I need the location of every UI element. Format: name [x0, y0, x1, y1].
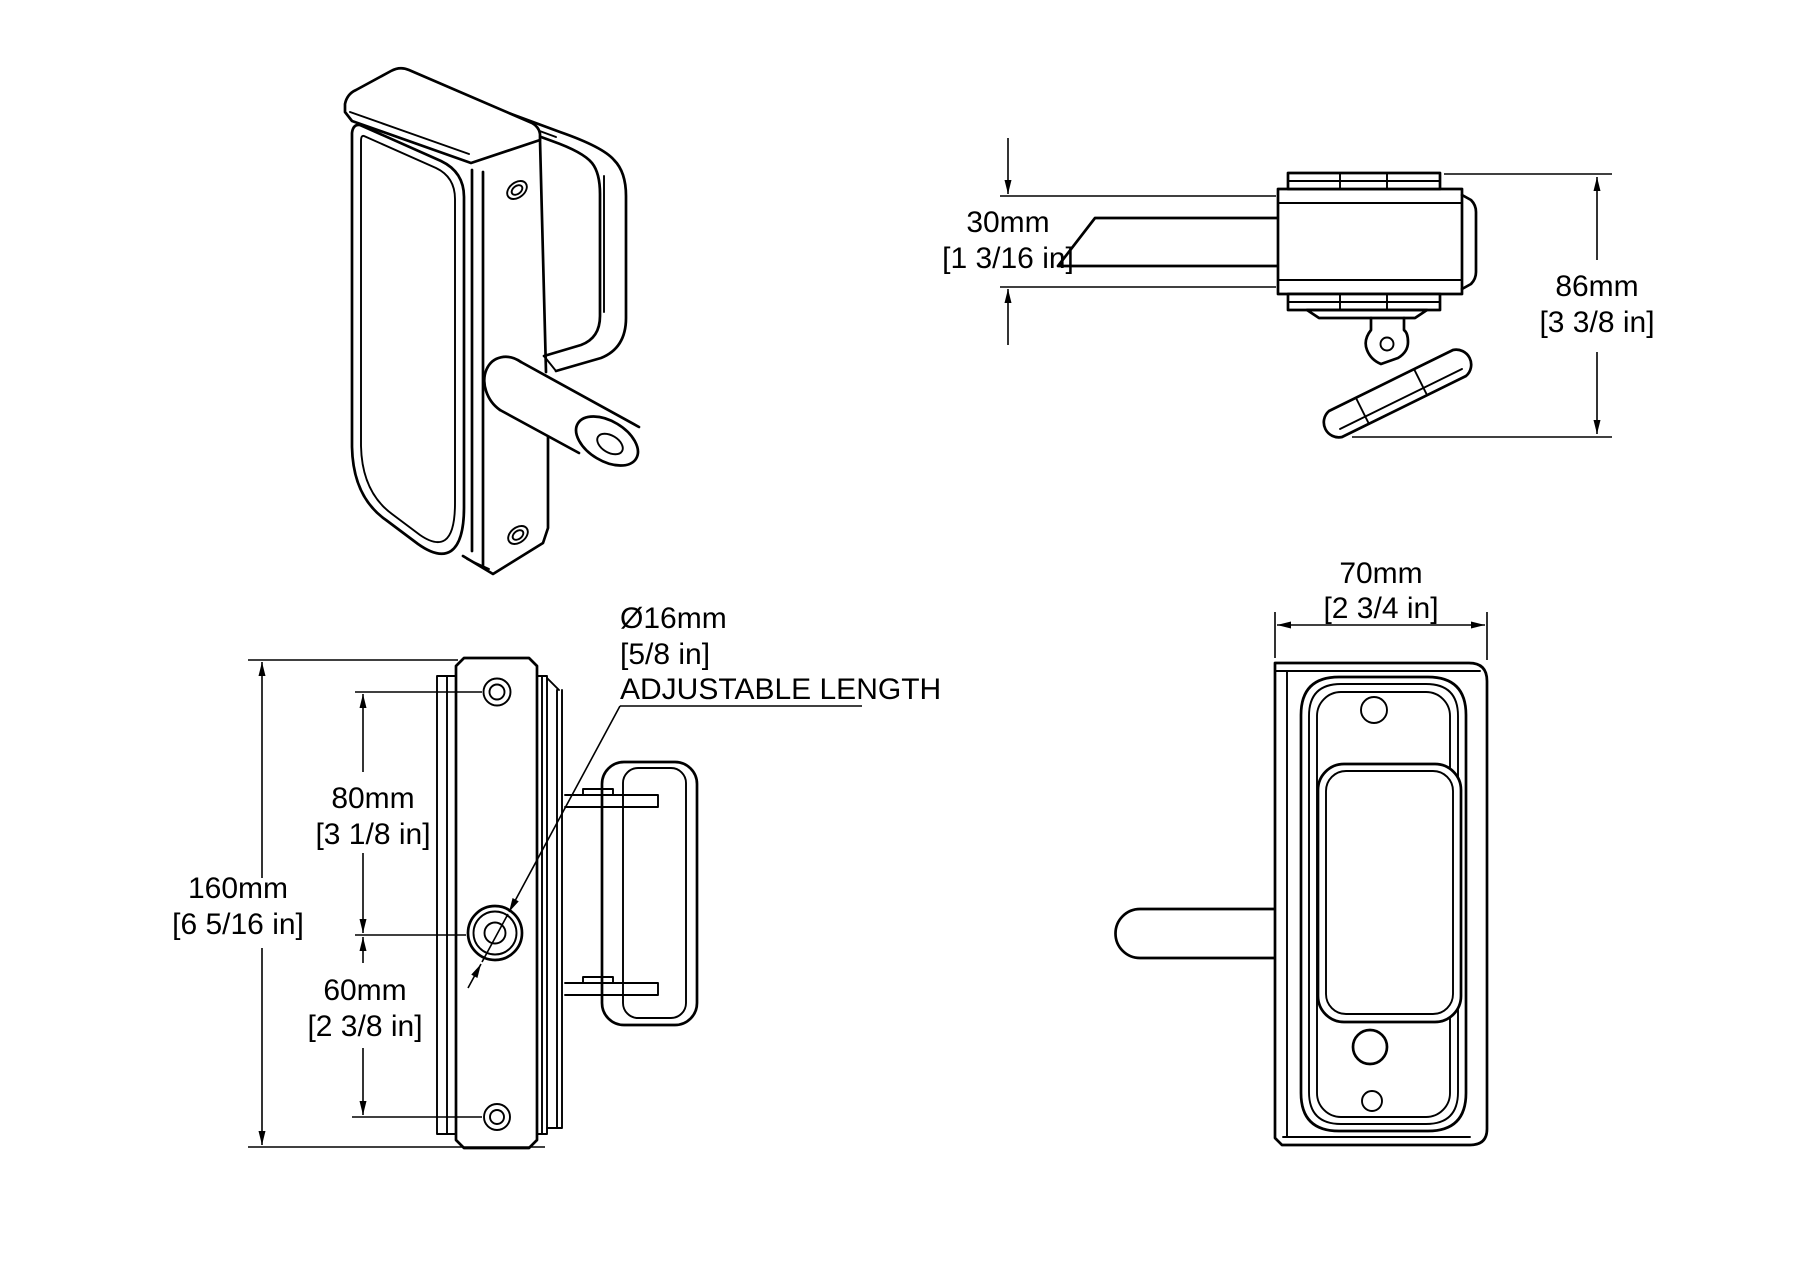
dim-top-hole-inch-label: [3 1/8 in]	[315, 818, 430, 851]
body-main-inner-lines	[1277, 202, 1463, 281]
latch-rod-profile	[1114, 907, 1277, 960]
body-right-silhouette	[461, 138, 550, 576]
plate-hole-large	[1351, 1028, 1389, 1066]
extension-lines	[355, 691, 482, 936]
screw-hole-top	[482, 677, 512, 707]
dim-bolt-width-inch-label: [1 3/16 in]	[942, 242, 1074, 275]
leader-arrow	[467, 963, 482, 989]
left-flange	[436, 675, 457, 1135]
back-view: 70mm [2 3/4 in]	[1114, 557, 1489, 1147]
body-corner-edges	[470, 168, 485, 568]
body-bottom-edge-line	[466, 558, 490, 570]
isometric-view	[343, 66, 641, 576]
bolt-guide-top	[564, 788, 659, 808]
rod-root-arc	[483, 355, 523, 412]
handle-profile	[600, 760, 699, 1027]
right-flange	[536, 675, 548, 1135]
handle-outline	[439, 86, 628, 373]
front-panel-outline	[350, 123, 466, 556]
extension-lines	[1274, 612, 1488, 660]
body-right-cap	[1460, 193, 1478, 291]
extension-lines	[1352, 173, 1612, 438]
extension-lines	[248, 659, 545, 1148]
screw-hole-top	[506, 180, 528, 200]
dim-center-to-bottom-hole: 60mm [2 3/8 in]	[307, 937, 482, 1118]
leader-through-line	[481, 913, 509, 963]
handle-profile-inner	[622, 767, 687, 1019]
body-inner-edge-lines	[1274, 670, 1481, 1138]
handle-bar-details	[1339, 368, 1463, 430]
front-panel-inner-line	[360, 134, 456, 544]
plate-outline	[454, 656, 539, 1150]
leader-arrow	[508, 705, 621, 913]
dim-overall-depth-inch-label: [3 3/8 in]	[1539, 306, 1654, 339]
dim-plate-height: 160mm [6 5/16 in]	[172, 659, 545, 1148]
dim-plate-height-inch-label: [6 5/16 in]	[172, 908, 304, 941]
handle-inner-outline	[446, 101, 602, 358]
top-view: 30mm [1 3/16 in] 86mm [3 3/8 in]	[942, 138, 1655, 439]
bottom-plate-dividers	[1287, 293, 1441, 311]
opening-inner-line	[1308, 683, 1459, 1125]
plate-hole-top	[1360, 696, 1388, 724]
extension-lines	[1000, 195, 1276, 288]
screw-hole-bottom	[483, 1103, 511, 1131]
dim-bottom-hole-inch-label: [2 3/8 in]	[307, 1010, 422, 1043]
top-face-edge-line	[349, 111, 470, 155]
hinge-bracket	[1364, 316, 1410, 366]
dim-bolt-width: 30mm [1 3/16 in]	[942, 138, 1276, 345]
latch-rod	[483, 355, 641, 467]
rod-edges	[498, 360, 641, 455]
hinge-pin-hole	[1379, 336, 1395, 352]
dim-overall-depth: 86mm [3 3/8 in]	[1352, 173, 1655, 438]
dim-plate-height-mm-label: 160mm	[188, 872, 288, 905]
opening-outline	[1299, 675, 1468, 1133]
body-main-block	[1276, 187, 1464, 296]
side-view: 160mm [6 5/16 in] 80mm [3 1/8 in] 60mm […	[172, 602, 941, 1150]
dim-top-hole-to-center: 80mm [3 1/8 in]	[315, 691, 482, 936]
bolt-guide-bottom	[564, 976, 659, 996]
bolt-blade	[1056, 216, 1278, 268]
guide-rail-edges	[546, 677, 563, 1129]
dim-body-width-inch-label: [2 3/4 in]	[1323, 592, 1438, 625]
slider-block-inner	[1325, 770, 1454, 1015]
dim-overall-depth-mm-label: 86mm	[1555, 270, 1638, 303]
top-plate-dividers	[1287, 172, 1441, 190]
plate-hole-small	[1361, 1090, 1383, 1112]
rod-boss	[466, 904, 524, 962]
dim-top-hole-mm-label: 80mm	[331, 782, 414, 815]
rod-end-hole	[596, 432, 624, 456]
dim-bottom-hole-mm-label: 60mm	[323, 974, 406, 1007]
adjustable-length-label: ADJUSTABLE LENGTH	[620, 673, 941, 706]
body-top-face	[343, 66, 542, 165]
dim-body-width: 70mm [2 3/4 in]	[1274, 557, 1488, 660]
body-lower-flange	[1305, 308, 1429, 320]
dim-rod-diameter: Ø16mm [5/8 in] ADJUSTABLE LENGTH	[467, 602, 941, 989]
dim-rod-diameter-mm-label: Ø16mm	[620, 602, 727, 635]
slider-block	[1316, 762, 1463, 1024]
dim-rod-diameter-inch-label: [5/8 in]	[620, 638, 710, 671]
dim-body-width-mm-label: 70mm	[1339, 557, 1422, 590]
dim-bolt-width-mm-label: 30mm	[966, 206, 1049, 239]
handle-bar	[1322, 348, 1473, 439]
screw-hole-bottom	[507, 525, 529, 545]
rod-end-face	[574, 415, 640, 467]
